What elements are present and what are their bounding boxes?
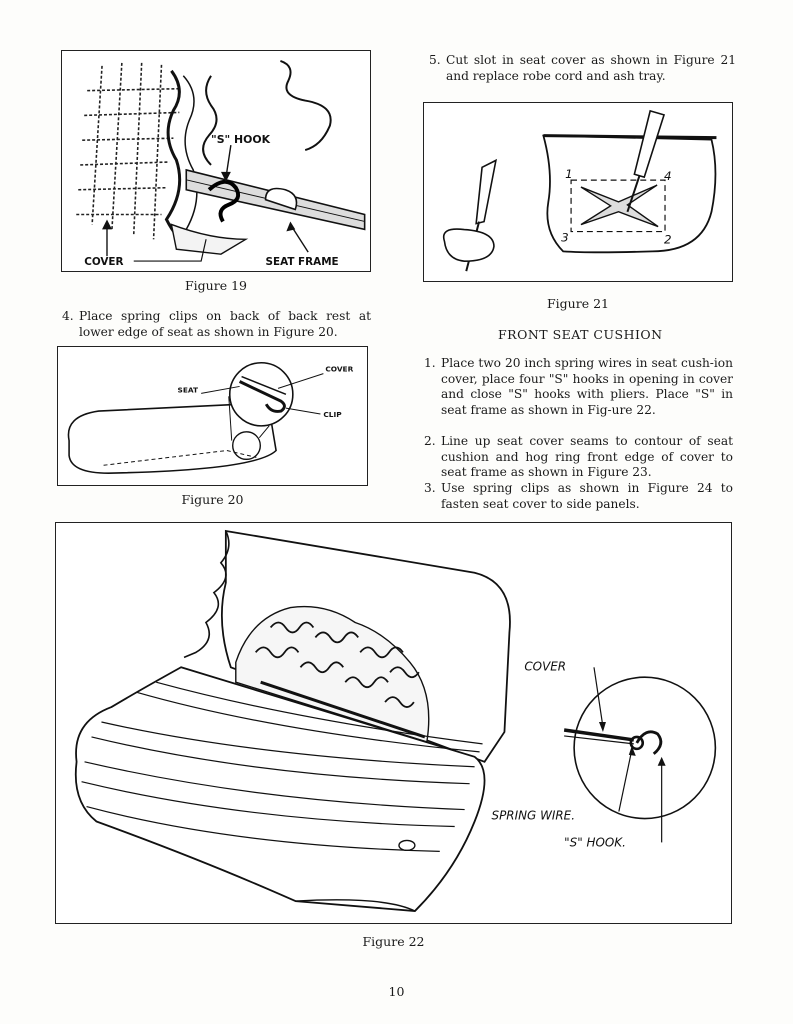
cushion-step-2-number: 2. bbox=[424, 434, 436, 448]
figure-20-illustration: COVER SEAT CLIP bbox=[67, 361, 354, 474]
figure-22-illustration: COVER SPRING WIRE. "S" HOOK. bbox=[74, 529, 717, 912]
cushion-step-1-number: 1. bbox=[424, 356, 436, 370]
figure-21-illustration: 1 4 3 2 bbox=[442, 109, 717, 272]
figure-22-label-cover: COVER bbox=[524, 659, 566, 673]
cushion-step-1-text: Place two 20 inch spring wires in seat c… bbox=[441, 356, 733, 417]
figure-20-caption: Figure 20 bbox=[181, 492, 244, 507]
figure-19-label-s-hook: "S" HOOK bbox=[211, 133, 271, 146]
figure-21-label-1: 1 bbox=[565, 167, 573, 181]
cushion-step-3-text: Use spring clips as shown in Figure 24 t… bbox=[441, 481, 733, 511]
figure-20-label-clip: CLIP bbox=[323, 410, 342, 419]
step-4-number: 4. bbox=[62, 309, 74, 323]
figure-21-label-4: 4 bbox=[664, 169, 672, 183]
figure-19: "S" HOOK COVER SEAT FRAME bbox=[61, 50, 371, 272]
section-heading: FRONT SEAT CUSHION bbox=[498, 327, 663, 342]
figure-19-label-seat-frame: SEAT FRAME bbox=[266, 256, 339, 268]
figure-21-caption: Figure 21 bbox=[547, 296, 609, 311]
figure-19-label-cover: COVER bbox=[84, 256, 123, 268]
figure-20-label-cover: COVER bbox=[325, 365, 353, 374]
figure-20: COVER SEAT CLIP bbox=[57, 346, 368, 486]
figure-19-caption: Figure 19 bbox=[185, 278, 247, 293]
figure-22-caption: Figure 22 bbox=[362, 934, 425, 949]
figure-21-label-2: 2 bbox=[664, 232, 672, 246]
step-4-text: Place spring clips on back of back rest … bbox=[79, 309, 371, 339]
step-5-number: 5. bbox=[429, 53, 441, 67]
step-5-text: Cut slot in seat cover as shown in Figur… bbox=[446, 53, 736, 83]
figure-20-label-seat: SEAT bbox=[178, 385, 199, 394]
cushion-step-3-number: 3. bbox=[424, 481, 436, 495]
figure-21-label-3: 3 bbox=[561, 230, 569, 244]
cushion-step-1: 1. Place two 20 inch spring wires in sea… bbox=[424, 356, 733, 418]
figure-22-label-s-hook: "S" HOOK. bbox=[564, 835, 626, 849]
cushion-step-2: 2. Line up seat cover seams to contour o… bbox=[424, 434, 733, 481]
figure-22: COVER SPRING WIRE. "S" HOOK. bbox=[55, 522, 732, 924]
page-number: 10 bbox=[388, 984, 405, 999]
figure-19-illustration: "S" HOOK COVER SEAT FRAME bbox=[76, 59, 366, 268]
cushion-step-3: 3. Use spring clips as shown in Figure 2… bbox=[424, 481, 733, 512]
step-5: 5. Cut slot in seat cover as shown in Fi… bbox=[429, 53, 736, 84]
step-4: 4. Place spring clips on back of back re… bbox=[62, 309, 371, 340]
cushion-step-2-text: Line up seat cover seams to contour of s… bbox=[441, 434, 733, 480]
figure-21: 1 4 3 2 bbox=[423, 102, 733, 282]
figure-22-label-spring-wire: SPRING WIRE. bbox=[492, 809, 576, 823]
